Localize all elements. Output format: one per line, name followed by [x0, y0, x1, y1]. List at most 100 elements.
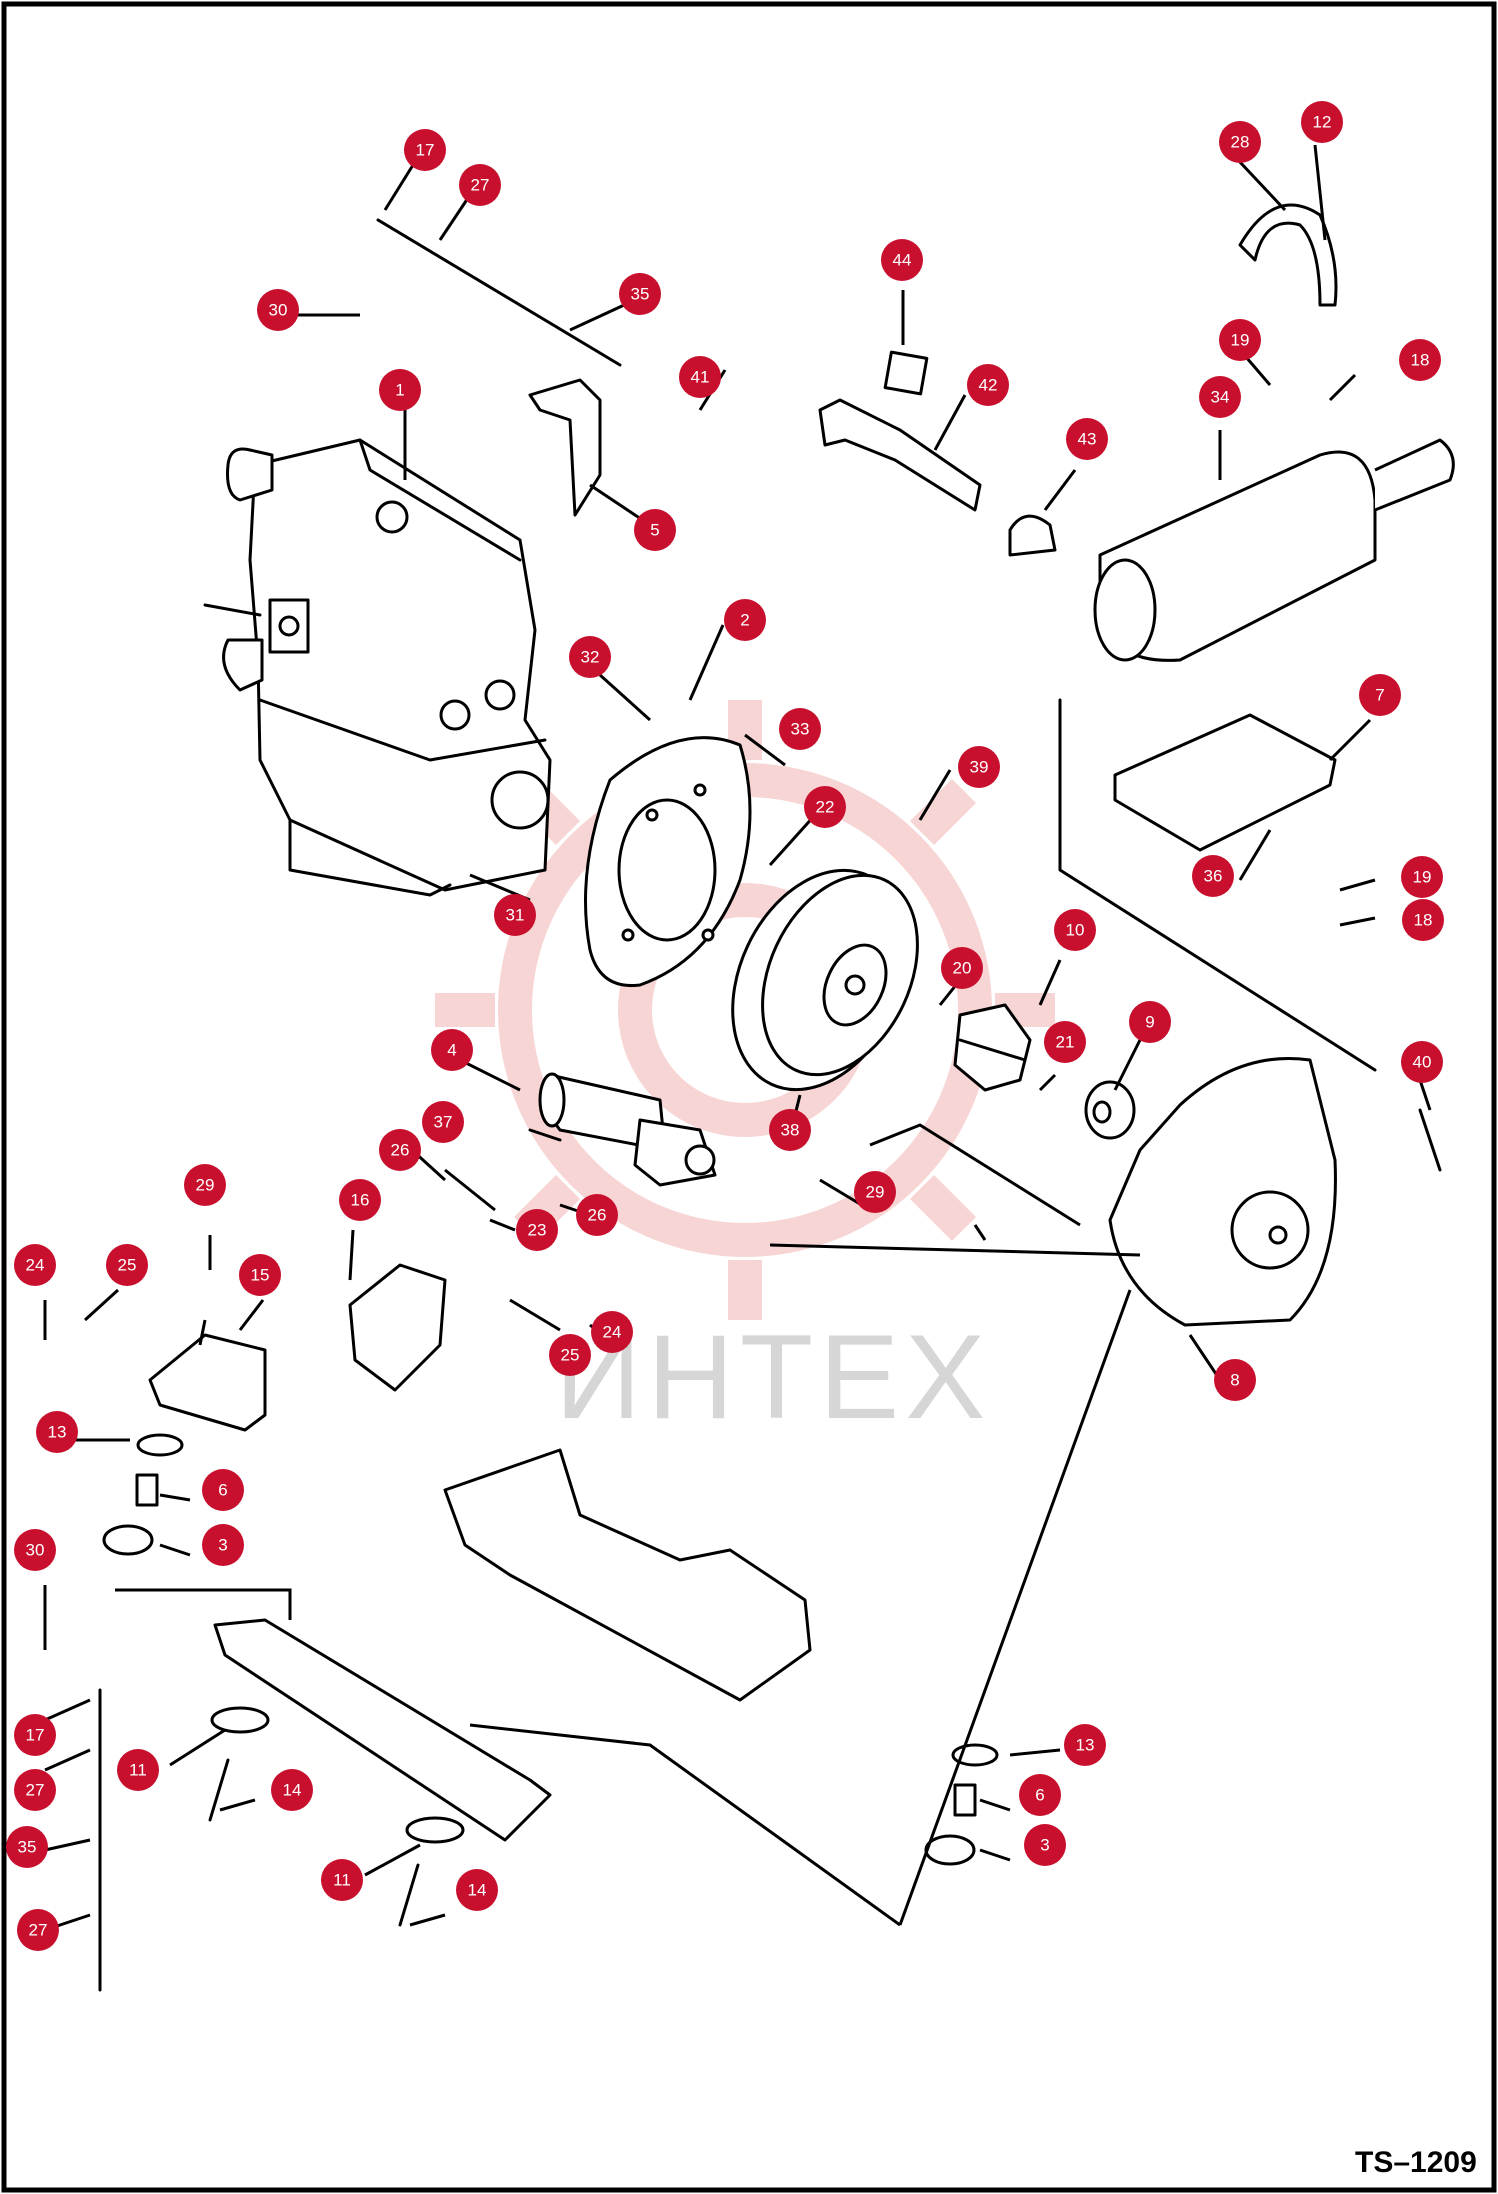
- callout-circle: [1301, 101, 1343, 143]
- muffler: [1093, 438, 1455, 662]
- callout-32: 32: [569, 636, 611, 678]
- callout-25: 25: [106, 1244, 148, 1286]
- callout-label: 33: [791, 720, 810, 739]
- callout-27: 27: [17, 1909, 59, 1951]
- callout-circle: [459, 164, 501, 206]
- callout-circle: [17, 1909, 59, 1951]
- callout-21: 21: [1044, 1021, 1086, 1063]
- throttle-cable-top: [376, 218, 622, 367]
- callout-circle: [779, 708, 821, 750]
- callout-35: 35: [619, 273, 661, 315]
- callout-14: 14: [271, 1769, 313, 1811]
- callout-circle: [14, 1244, 56, 1286]
- callout-label: 14: [468, 1881, 487, 1900]
- callout-label: 20: [953, 959, 972, 978]
- sheet-id: TS–1209: [1355, 2146, 1477, 2179]
- callout-label: 26: [588, 1206, 607, 1225]
- leader-lines: [43, 144, 1432, 1932]
- callout-19: 19: [1219, 319, 1261, 361]
- callout-label: 25: [118, 1256, 137, 1275]
- callout-30: 30: [14, 1529, 56, 1571]
- callout-circle: [569, 636, 611, 678]
- starter-bolt: [528, 1128, 562, 1142]
- callout-label: 29: [866, 1183, 885, 1202]
- callout-label: 21: [1056, 1033, 1075, 1052]
- callout-14: 14: [456, 1869, 498, 1911]
- exhaust-gasket: [883, 350, 929, 396]
- callout-label: 28: [1231, 133, 1250, 152]
- callout-12: 12: [1301, 101, 1343, 143]
- callout-20: 20: [941, 947, 983, 989]
- callout-8: 8: [1214, 1359, 1256, 1401]
- callout-circle: [494, 894, 536, 936]
- callout-circle: [14, 1714, 56, 1756]
- callout-circle: [431, 1029, 473, 1071]
- callout-label: 1: [395, 381, 404, 400]
- callout-44: 44: [881, 239, 923, 281]
- callout-label: 8: [1230, 1371, 1239, 1390]
- callout-10: 10: [1054, 909, 1096, 951]
- callout-circle: [117, 1749, 159, 1791]
- muffler-strap: [1238, 203, 1338, 307]
- callout-9: 9: [1129, 1001, 1171, 1043]
- callout-label: 3: [1040, 1836, 1049, 1855]
- callout-label: 36: [1204, 867, 1223, 886]
- callout-label: 18: [1414, 911, 1433, 930]
- mount-bolt-2: [398, 1863, 420, 1927]
- callout-circle: [1019, 1774, 1061, 1816]
- callout-label: 44: [893, 251, 912, 270]
- callout-circle: [619, 273, 661, 315]
- callout-circle: [549, 1334, 591, 1376]
- callout-6: 6: [1019, 1774, 1061, 1816]
- callout-circle: [36, 1411, 78, 1453]
- callout-circle: [1219, 319, 1261, 361]
- callout-circle: [1401, 856, 1443, 898]
- drive-coupler: [953, 1003, 1032, 1092]
- callout-4: 4: [431, 1029, 473, 1071]
- callout-label: 23: [528, 1221, 547, 1240]
- callout-label: 22: [816, 798, 835, 817]
- callout-41: 41: [679, 356, 721, 398]
- callout-circle: [941, 947, 983, 989]
- callout-24: 24: [14, 1244, 56, 1286]
- callout-label: 11: [333, 1871, 351, 1890]
- callout-29: 29: [184, 1164, 226, 1206]
- callout-1: 1: [379, 369, 421, 411]
- callout-11: 11: [321, 1859, 363, 1901]
- front-cross-member: [213, 1618, 552, 1842]
- callout-circle: [576, 1194, 618, 1236]
- callout-circle: [321, 1859, 363, 1901]
- callout-markers: 1233456678910111112131314141516171718181…: [6, 101, 1444, 1951]
- callout-circle: [724, 599, 766, 641]
- callout-19: 19: [1401, 856, 1443, 898]
- callout-circle: [1054, 909, 1096, 951]
- callout-circle: [106, 1244, 148, 1286]
- callout-label: 6: [218, 1481, 227, 1500]
- callout-label: 34: [1211, 388, 1230, 407]
- exhaust-pipe: [818, 398, 982, 512]
- callout-label: 19: [1413, 868, 1432, 887]
- callout-42: 42: [967, 364, 1009, 406]
- callout-label: 12: [1313, 113, 1332, 132]
- exhaust-clamp: [1008, 514, 1057, 557]
- callout-label: 25: [561, 1346, 580, 1365]
- callout-2: 2: [724, 599, 766, 641]
- callout-label: 3: [218, 1536, 227, 1555]
- callout-label: 5: [650, 521, 659, 540]
- callout-16: 16: [339, 1179, 381, 1221]
- callout-label: 19: [1231, 331, 1250, 350]
- callout-circle: [804, 786, 846, 828]
- callout-label: 27: [29, 1921, 48, 1940]
- callout-circle: [1359, 674, 1401, 716]
- callout-label: 10: [1066, 921, 1085, 940]
- callout-17: 17: [404, 129, 446, 171]
- callout-circle: [516, 1209, 558, 1251]
- callout-circle: [1129, 1001, 1171, 1043]
- callout-label: 30: [26, 1541, 45, 1560]
- callout-5: 5: [634, 509, 676, 551]
- callout-label: 29: [196, 1176, 215, 1195]
- callout-label: 9: [1145, 1013, 1154, 1032]
- callout-label: 40: [1413, 1053, 1432, 1072]
- callout-circle: [202, 1524, 244, 1566]
